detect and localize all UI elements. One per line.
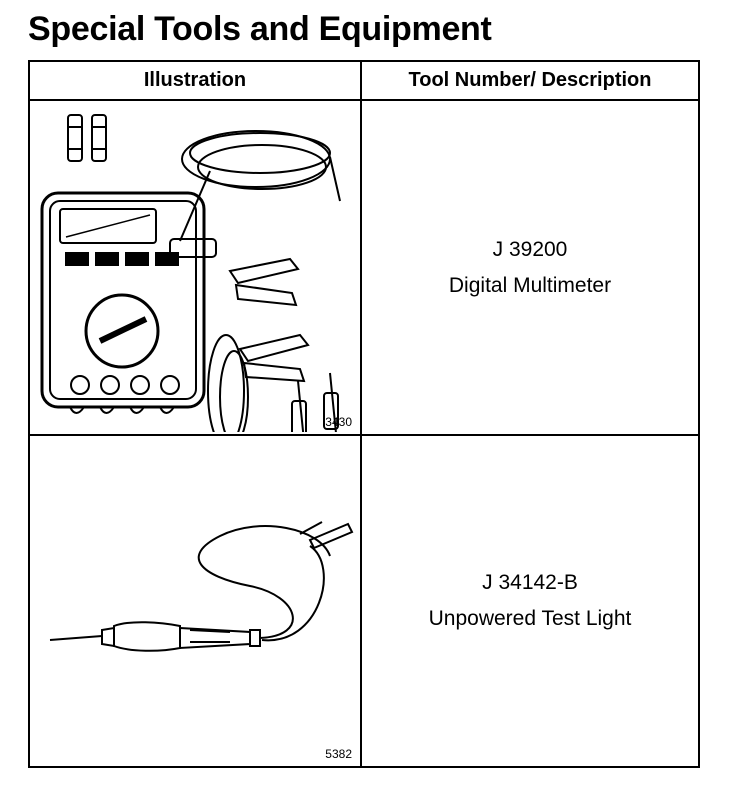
table-header-row: Illustration Tool Number/ Description bbox=[28, 60, 700, 101]
illustration-cell: 5382 bbox=[28, 434, 362, 768]
figure-number: 3430 bbox=[325, 415, 352, 429]
figure-number: 5382 bbox=[325, 747, 352, 761]
page-title: Special Tools and Equipment bbox=[28, 10, 492, 48]
table-row: 3430 J 39200 Digital Multimeter bbox=[28, 99, 700, 436]
tool-description-cell: J 34142-B Unpowered Test Light bbox=[360, 434, 700, 768]
tool-description: Digital Multimeter bbox=[448, 273, 612, 297]
tool-number: J 39200 bbox=[492, 237, 568, 261]
table-row: 5382 J 34142-B Unpowered Test Light bbox=[28, 434, 700, 768]
tool-number: J 34142-B bbox=[482, 571, 578, 594]
illustration-cell: 3430 bbox=[28, 99, 362, 436]
tool-description: Unpowered Test Light bbox=[428, 607, 632, 630]
header-illustration: Illustration bbox=[28, 60, 362, 101]
test-light-icon bbox=[49, 521, 354, 652]
header-tool-description: Tool Number/ Description bbox=[360, 60, 700, 101]
tool-description-cell: J 39200 Digital Multimeter bbox=[360, 99, 700, 436]
special-tools-table: Illustration Tool Number/ Description bbox=[28, 60, 700, 768]
digital-multimeter-icon bbox=[40, 114, 341, 432]
